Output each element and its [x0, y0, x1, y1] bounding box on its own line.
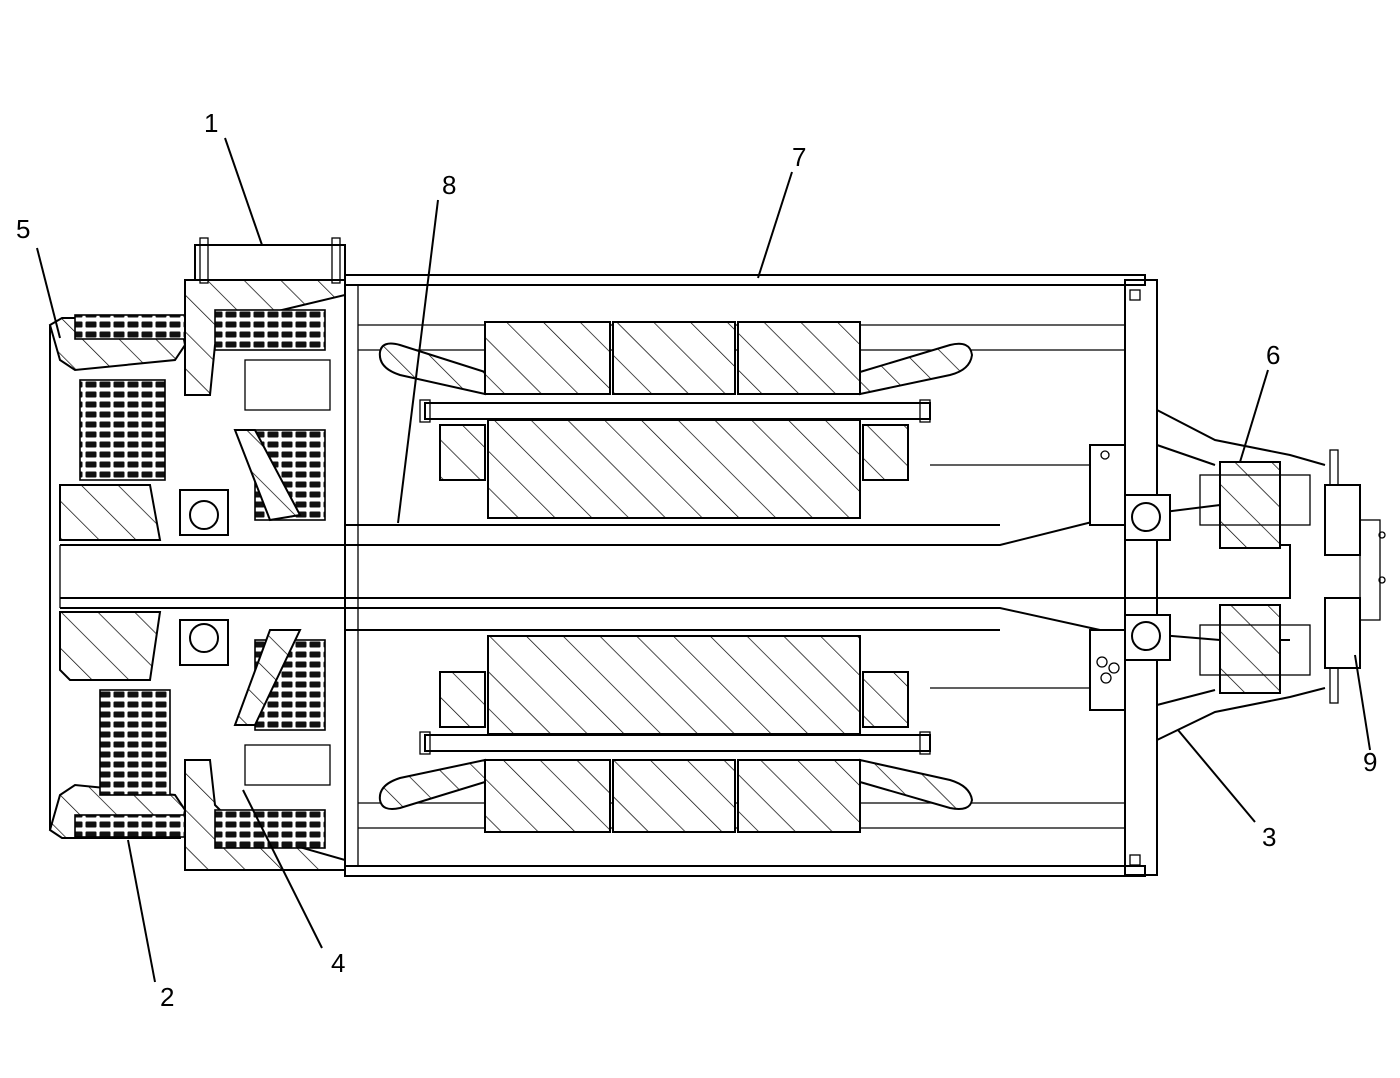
leader-4	[242, 789, 323, 949]
callout-4: 4	[331, 948, 345, 978]
bearing-bracket-left	[184, 237, 346, 871]
bearing-housing-right	[1089, 409, 1326, 741]
callout-labels: 1 2 3 4 5 6 7 8 9	[16, 108, 1377, 1012]
pmg-assembly	[1199, 449, 1386, 704]
bearing-left	[179, 489, 229, 666]
rotor	[419, 399, 931, 755]
exciter-assembly-left	[48, 314, 187, 839]
callout-2: 2	[160, 982, 174, 1012]
callout-7: 7	[792, 142, 806, 172]
leader-5	[36, 247, 61, 339]
callout-8: 8	[442, 170, 456, 200]
leader-lines	[36, 137, 1371, 983]
bearing-right	[1124, 494, 1171, 661]
stator-end-turns	[378, 342, 974, 810]
leader-1	[224, 137, 263, 246]
callout-6: 6	[1266, 340, 1280, 370]
leader-9	[1354, 654, 1371, 751]
leader-7	[757, 171, 793, 279]
callout-9: 9	[1363, 747, 1377, 777]
leader-3	[1177, 729, 1256, 823]
callout-1: 1	[204, 108, 218, 138]
stator-core	[484, 321, 861, 833]
leader-6	[1239, 369, 1269, 463]
callout-3: 3	[1262, 822, 1276, 852]
leader-2	[127, 839, 156, 983]
callout-5: 5	[16, 214, 30, 244]
leader-8	[397, 199, 439, 524]
